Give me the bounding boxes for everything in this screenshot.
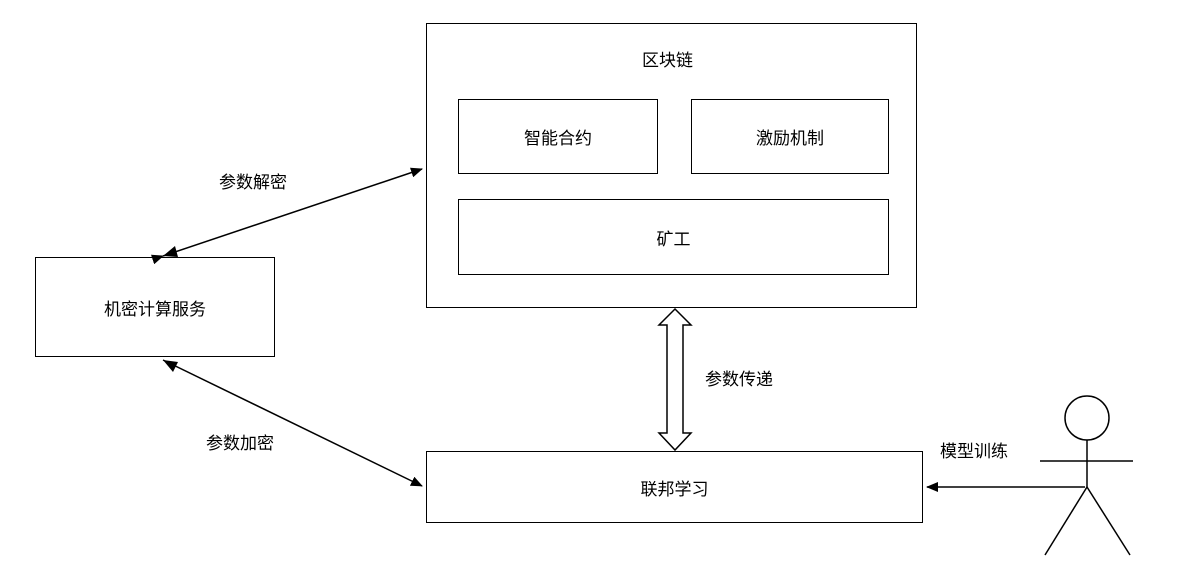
param-decrypt-arrow [150, 167, 423, 265]
param-encrypt-arrow-start [163, 360, 178, 372]
federated-learning-label: 联邦学习 [640, 479, 709, 500]
federated-learning-box: 联邦学习 [426, 451, 923, 523]
incentive-box: 激励机制 [691, 99, 889, 174]
param-transfer-arrow [657, 307, 693, 452]
smart-contract-box: 智能合约 [458, 99, 658, 174]
param-decrypt-label: 参数解密 [219, 173, 287, 193]
crypto-service-label: 机密计算服务 [104, 299, 206, 320]
miner-label: 矿工 [656, 229, 691, 250]
param-encrypt-label: 参数加密 [206, 434, 274, 454]
model-training-label: 模型训练 [940, 442, 1008, 462]
incentive-label: 激励机制 [756, 129, 824, 149]
smart-contract-label: 智能合约 [524, 129, 592, 149]
param-encrypt-arrow [162, 359, 423, 487]
param-transfer-label: 参数传递 [705, 370, 773, 390]
blockchain-title: 区块链 [642, 51, 693, 71]
miner-box: 矿工 [458, 199, 889, 275]
user-actor-icon [1040, 395, 1133, 556]
param-decrypt-arrow-start [163, 246, 178, 257]
crypto-service-box: 机密计算服务 [35, 257, 275, 357]
